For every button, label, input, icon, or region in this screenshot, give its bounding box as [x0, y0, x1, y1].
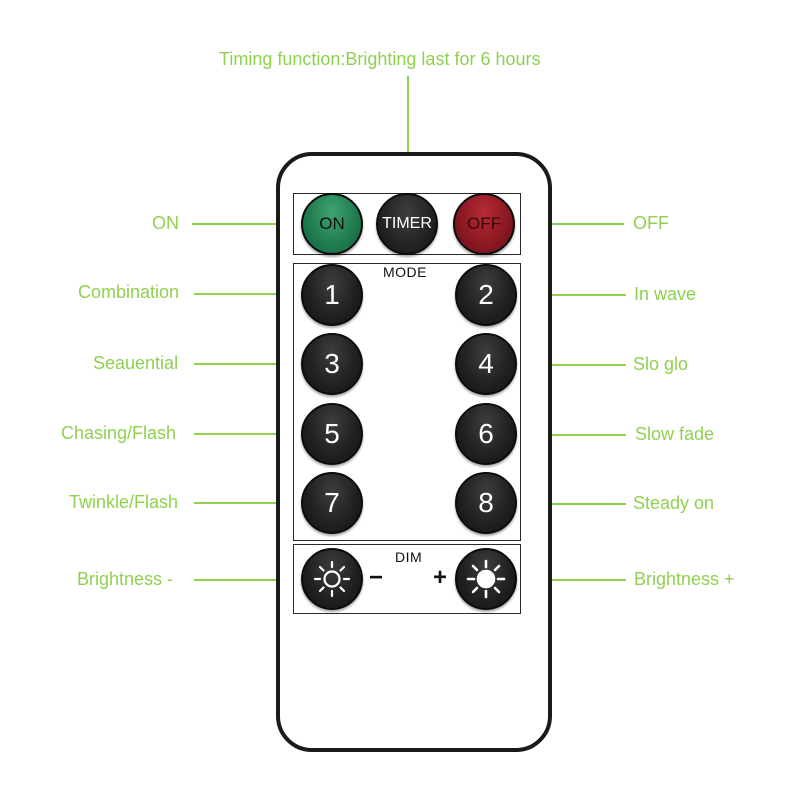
- leader-button-4: [514, 364, 626, 366]
- callout-button-3: Seauential: [93, 353, 179, 373]
- callout-button-1: Combination: [78, 282, 180, 302]
- leader-brightness-plus: [514, 579, 626, 581]
- callout-button-5: Chasing/Flash: [61, 423, 177, 443]
- callout-button-4: Slo glo: [633, 354, 689, 374]
- leader-button-5: [194, 433, 302, 435]
- plus-symbol: +: [433, 564, 448, 591]
- mode-button-5[interactable]: 5: [301, 403, 363, 465]
- leader-button-8: [514, 503, 626, 505]
- callout-brightness-minus: Brightness -: [77, 569, 174, 589]
- leader-button-6: [514, 434, 626, 436]
- on-button[interactable]: ON: [301, 193, 363, 255]
- brightness-minus-button[interactable]: [301, 548, 363, 610]
- minus-symbol: −: [369, 564, 384, 591]
- brightness-plus-button[interactable]: [455, 548, 517, 610]
- mode-button-6[interactable]: 6: [455, 403, 517, 465]
- callout-off: OFF: [633, 213, 669, 233]
- leader-button-1: [194, 293, 302, 295]
- callout-button-8: Steady on: [633, 493, 715, 513]
- mode-button-1[interactable]: 1: [301, 264, 363, 326]
- callout-button-2: In wave: [634, 284, 697, 304]
- leader-button-7: [194, 502, 302, 504]
- timer-button[interactable]: TIMER: [376, 193, 438, 255]
- leader-button-2: [514, 294, 626, 296]
- leader-brightness-minus: [194, 579, 302, 581]
- leader-on: [192, 223, 302, 225]
- dim-label: DIM: [395, 549, 423, 565]
- off-button[interactable]: OFF: [453, 193, 515, 255]
- mode-button-3[interactable]: 3: [301, 333, 363, 395]
- mode-button-2[interactable]: 2: [455, 264, 517, 326]
- mode-label: MODE: [383, 264, 427, 280]
- callout-on: ON: [152, 213, 179, 233]
- sun-outline-icon: [313, 560, 351, 598]
- callout-button-6: Slow fade: [635, 424, 715, 444]
- sun-filled-icon: [466, 559, 506, 599]
- leader-button-3: [194, 363, 302, 365]
- callout-button-7: Twinkle/Flash: [69, 492, 179, 512]
- mode-button-7[interactable]: 7: [301, 472, 363, 534]
- leader-off: [514, 223, 624, 225]
- leader-timer: [407, 76, 409, 198]
- mode-button-8[interactable]: 8: [455, 472, 517, 534]
- callout-timer: Timing function:Brighting last for 6 hou…: [219, 49, 541, 69]
- mode-button-4[interactable]: 4: [455, 333, 517, 395]
- callout-brightness-plus: Brightness +: [634, 569, 735, 589]
